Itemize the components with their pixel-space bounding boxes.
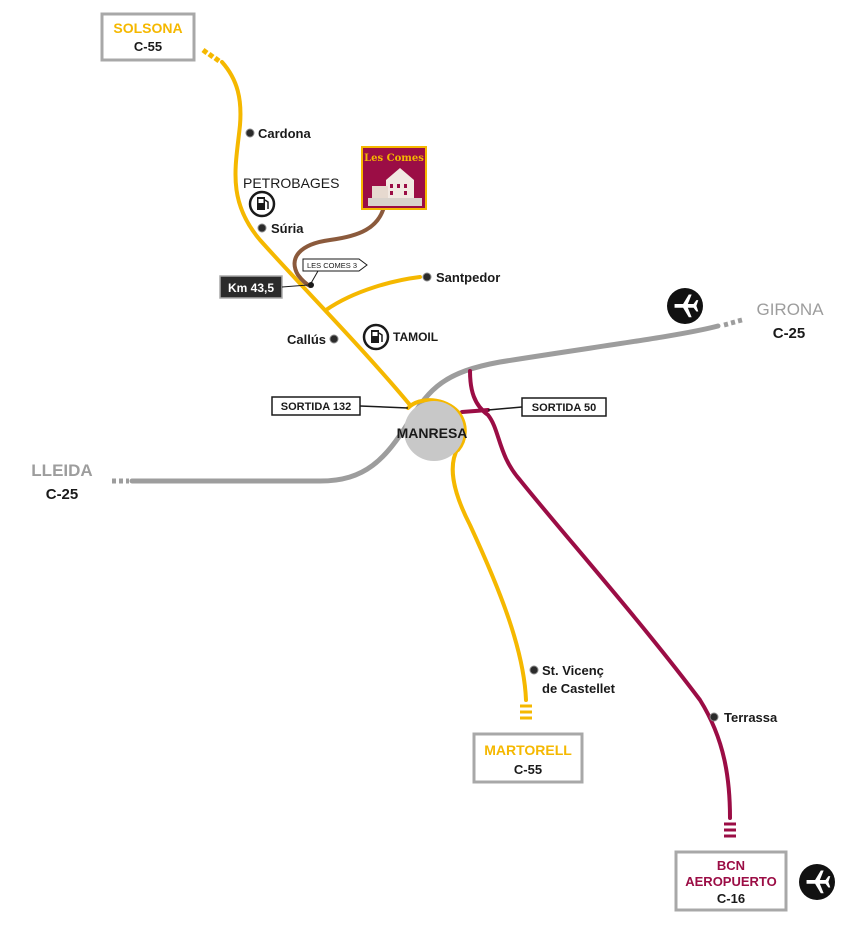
solsona-name: SOLSONA (113, 20, 182, 36)
svg-text:St. Vicenç: St. Vicenç (542, 663, 604, 678)
petrobages-label: PETROBAGES (243, 175, 339, 191)
town-callus: Callús (287, 332, 339, 347)
tamoil-label: TAMOIL (393, 330, 438, 344)
building-icon (368, 168, 422, 206)
les-comes-access-road (292, 205, 386, 288)
les-comes-sign: LES COMES 3 (302, 258, 368, 286)
sortida-50-sign: SORTIDA 50 (487, 397, 607, 417)
dot-marker (709, 712, 719, 722)
svg-text:LES COMES 3: LES COMES 3 (307, 261, 357, 270)
martorell-name: MARTORELL (484, 742, 572, 758)
c25-road (112, 317, 743, 484)
bcn-box: BCN AEROPUERTO C-16 (674, 850, 788, 912)
station-petrobages: PETROBAGES (243, 175, 339, 218)
girona-road: C-25 (773, 325, 806, 342)
airplane-icon (799, 864, 835, 900)
airplane-icon (667, 288, 703, 324)
manresa-roundabout: MANRESA (397, 401, 468, 461)
dot-marker (257, 223, 267, 233)
c55-road (201, 48, 532, 720)
station-tamoil: TAMOIL (362, 323, 438, 351)
svg-text:de Castellet: de Castellet (542, 681, 616, 696)
fuel-pump-icon (362, 323, 390, 351)
svg-text:Cardona: Cardona (258, 126, 312, 141)
km-marker: Km 43,5 (219, 275, 314, 299)
c55-south-dashes (520, 704, 532, 720)
town-terrassa: Terrassa (709, 710, 778, 725)
lleida-road: C-25 (46, 486, 79, 503)
solsona-road: C-55 (134, 39, 162, 54)
svg-text:SORTIDA 50: SORTIDA 50 (532, 402, 596, 414)
sortida-132-sign: SORTIDA 132 (271, 396, 409, 416)
dot-marker (529, 665, 539, 675)
bcn-road: C-16 (717, 891, 745, 906)
dot-marker (245, 128, 255, 138)
manresa-label: MANRESA (397, 425, 468, 441)
town-st-vicenc: St. Vicenç de Castellet (529, 663, 616, 696)
c25-east-dashes (723, 317, 743, 328)
dot-marker (422, 272, 432, 282)
lleida-label: LLEIDA C-25 (31, 461, 92, 503)
girona-label: GIRONA C-25 (756, 300, 824, 342)
svg-text:Callús: Callús (287, 332, 326, 347)
lleida-name: LLEIDA (31, 461, 92, 480)
town-santpedor: Santpedor (422, 270, 500, 285)
c16-south-dashes (724, 822, 736, 838)
dot-marker (329, 334, 339, 344)
solsona-box: SOLSONA C-55 (100, 12, 196, 62)
svg-text:SORTIDA 132: SORTIDA 132 (281, 401, 352, 413)
svg-text:Santpedor: Santpedor (436, 270, 500, 285)
c16-road (460, 369, 736, 838)
bcn-name-line1: BCN (717, 858, 745, 873)
girona-name: GIRONA (756, 300, 824, 319)
logo-text: Les Comes (364, 153, 424, 164)
martorell-box: MARTORELL C-55 (472, 732, 584, 784)
town-cardona: Cardona (245, 126, 312, 141)
fuel-pump-icon (248, 190, 276, 218)
les-comes-logo: Les Comes (361, 146, 427, 210)
svg-text:Súria: Súria (271, 221, 304, 236)
bcn-name-line2: AEROPUERTO (685, 874, 777, 889)
c55-north-dashes (201, 48, 221, 63)
town-suria: Súria (257, 221, 304, 236)
martorell-road: C-55 (514, 762, 542, 777)
svg-text:Km 43,5: Km 43,5 (228, 281, 274, 295)
svg-text:Terrassa: Terrassa (724, 710, 778, 725)
